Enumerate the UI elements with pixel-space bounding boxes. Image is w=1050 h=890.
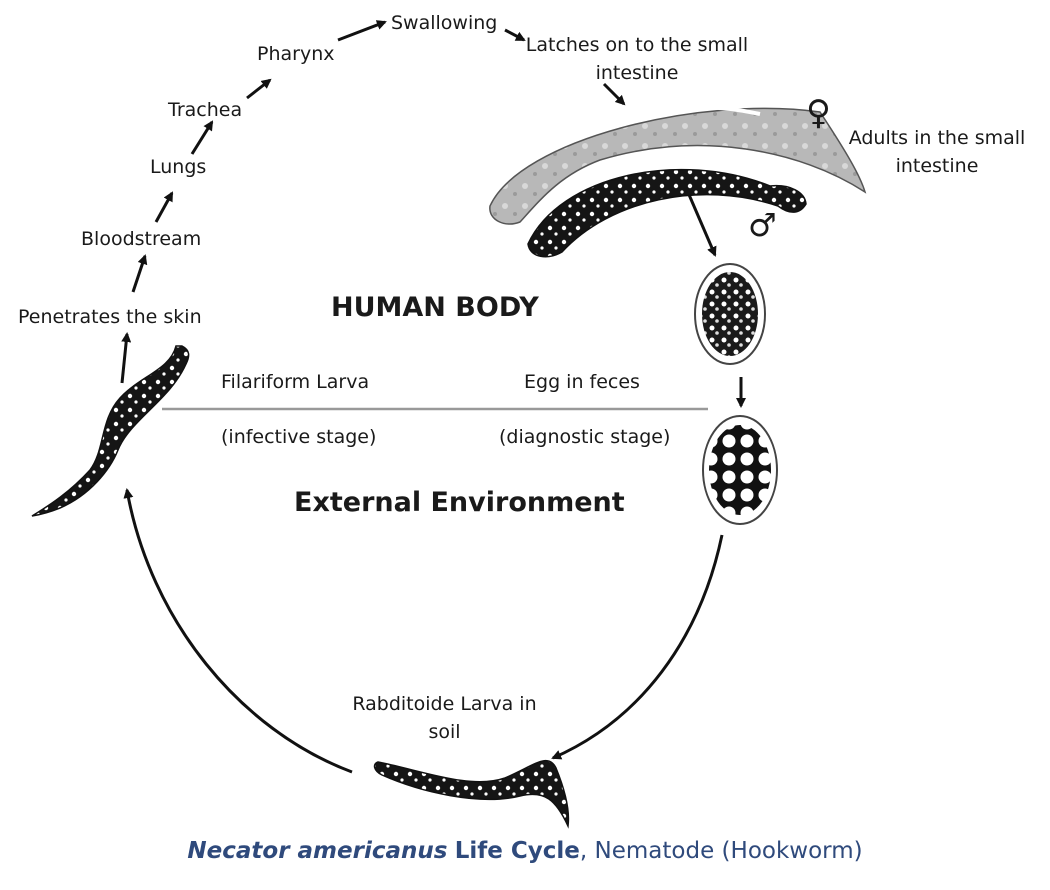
- arrow-pharynx-to-swallowing: [337, 20, 387, 42]
- label-pharynx: Pharynx: [257, 43, 335, 65]
- female-symbol-icon: ♀: [806, 93, 831, 133]
- label-penetrates-skin: Penetrates the skin: [18, 306, 202, 328]
- rhabditoide-larva: [373, 759, 570, 829]
- label-lungs: Lungs: [150, 156, 207, 178]
- egg-morula: [702, 415, 778, 525]
- arrow-soil-to-filariform: [123, 488, 353, 774]
- label-rabditoide-larva: Rabditoide Larva in soil: [352, 693, 537, 743]
- figure-caption: Necator americanus Life Cycle, Nematode …: [0, 838, 1050, 864]
- caption-genus: Necator americanus: [187, 838, 448, 864]
- male-symbol-icon: ♂: [748, 206, 777, 244]
- female-adult-worm: [489, 105, 867, 225]
- label-diagnostic-stage: (diagnostic stage): [499, 426, 671, 448]
- caption-life-cycle: Life Cycle: [454, 838, 580, 864]
- label-swallowing: Swallowing: [391, 12, 498, 34]
- label-bloodstream: Bloodstream: [81, 228, 202, 250]
- label-filariform-larva: Filariform Larva: [221, 371, 370, 393]
- zone-external-environment: External Environment: [294, 487, 625, 518]
- male-adult-worm: [527, 168, 807, 258]
- egg-embryonated: [694, 263, 766, 365]
- filariform-larva: [31, 345, 190, 517]
- label-latches: Latches on to the small intestine: [525, 34, 749, 84]
- caption-rest: , Nematode (Hookworm): [579, 838, 863, 864]
- arrow-adults-to-egg: [685, 189, 717, 257]
- label-egg-in-feces: Egg in feces: [524, 371, 640, 393]
- arrow-to-intestine: [602, 82, 626, 106]
- arrow-skin-to-blood: [120, 332, 132, 384]
- arrow-blood-to-lungs: [131, 254, 148, 293]
- label-trachea: Trachea: [168, 99, 243, 121]
- arrow-trachea-to-pharynx: [246, 78, 272, 100]
- arrow-swallowing-to-latches: [504, 28, 526, 42]
- zone-human-body: HUMAN BODY: [331, 292, 539, 323]
- arrow-trachea-to-lungs: [190, 120, 214, 155]
- arrow-lungs-to-trachea: [154, 191, 174, 223]
- arrow-egg-to-soil: [551, 534, 724, 760]
- label-adults: Adults in the small intestine: [848, 127, 1026, 177]
- label-infective-stage: (infective stage): [221, 426, 377, 448]
